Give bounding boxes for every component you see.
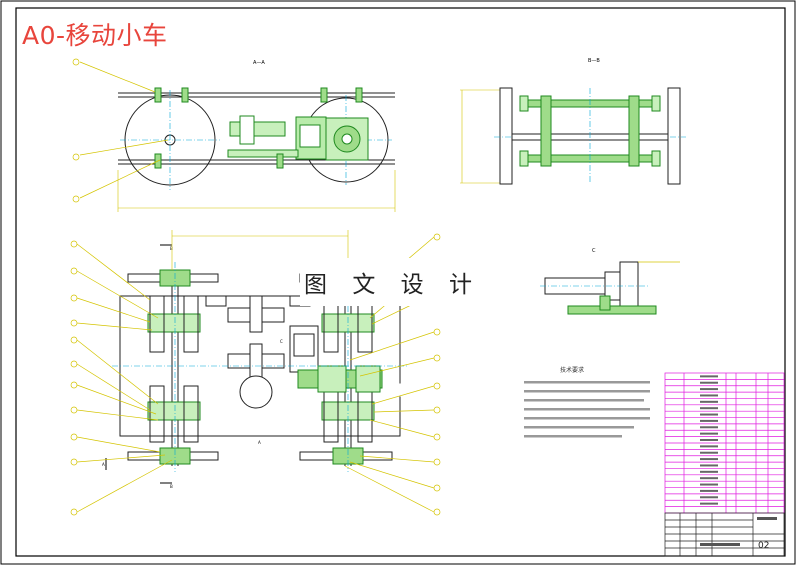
part-balloons-left [70, 240, 173, 516]
plan-view: B B A A C [102, 230, 408, 489]
parts-list-text-mark [700, 375, 718, 378]
parts-list-text-mark [700, 477, 718, 480]
svg-text:B—B: B—B [588, 58, 600, 64]
parts-list-text-mark [700, 470, 718, 473]
parts-list-text-mark [700, 489, 718, 492]
parts-list-text-mark [700, 451, 718, 454]
svg-text:C: C [592, 248, 596, 254]
parts-list-text-mark [700, 394, 718, 397]
svg-text:C: C [280, 339, 283, 344]
parts-list-text-mark [700, 445, 718, 448]
parts-list-text-mark [700, 439, 718, 441]
parts-list-text-mark [700, 400, 718, 403]
parts-list-text-mark [700, 483, 718, 486]
parts-list-text-mark [700, 426, 718, 429]
tech-notes-title: 技术要求 [560, 366, 584, 374]
parts-list-text-mark [700, 381, 718, 384]
parts-list-text-mark [700, 432, 718, 435]
svg-text:A: A [102, 462, 105, 467]
tech-notes: 技术要求 [524, 366, 650, 438]
inner-border [15, 7, 786, 557]
parts-list-text-mark [700, 388, 718, 391]
svg-text:B: B [170, 484, 173, 489]
parts-list-text-mark [700, 458, 718, 461]
parts-list [664, 372, 785, 514]
title-block [664, 512, 785, 557]
watermark: 图 文 设 计 [300, 258, 485, 306]
view-b-b: B—B [460, 58, 686, 185]
svg-text:A: A [258, 440, 261, 445]
view-a-a: A—A [72, 58, 396, 212]
sheet-number: 02 [758, 541, 770, 551]
svg-text:B: B [170, 246, 173, 251]
svg-text:A—A: A—A [253, 60, 265, 66]
detail-c: C [540, 248, 680, 315]
drawing-title: A0-移动小车 [22, 21, 168, 50]
parts-list-text-mark [700, 407, 718, 410]
parts-list-text-mark [700, 464, 718, 467]
parts-list-text-mark [700, 496, 718, 499]
parts-list-text-mark [700, 413, 718, 416]
parts-list-text-mark [700, 419, 718, 422]
parts-list-text-mark [700, 502, 718, 505]
